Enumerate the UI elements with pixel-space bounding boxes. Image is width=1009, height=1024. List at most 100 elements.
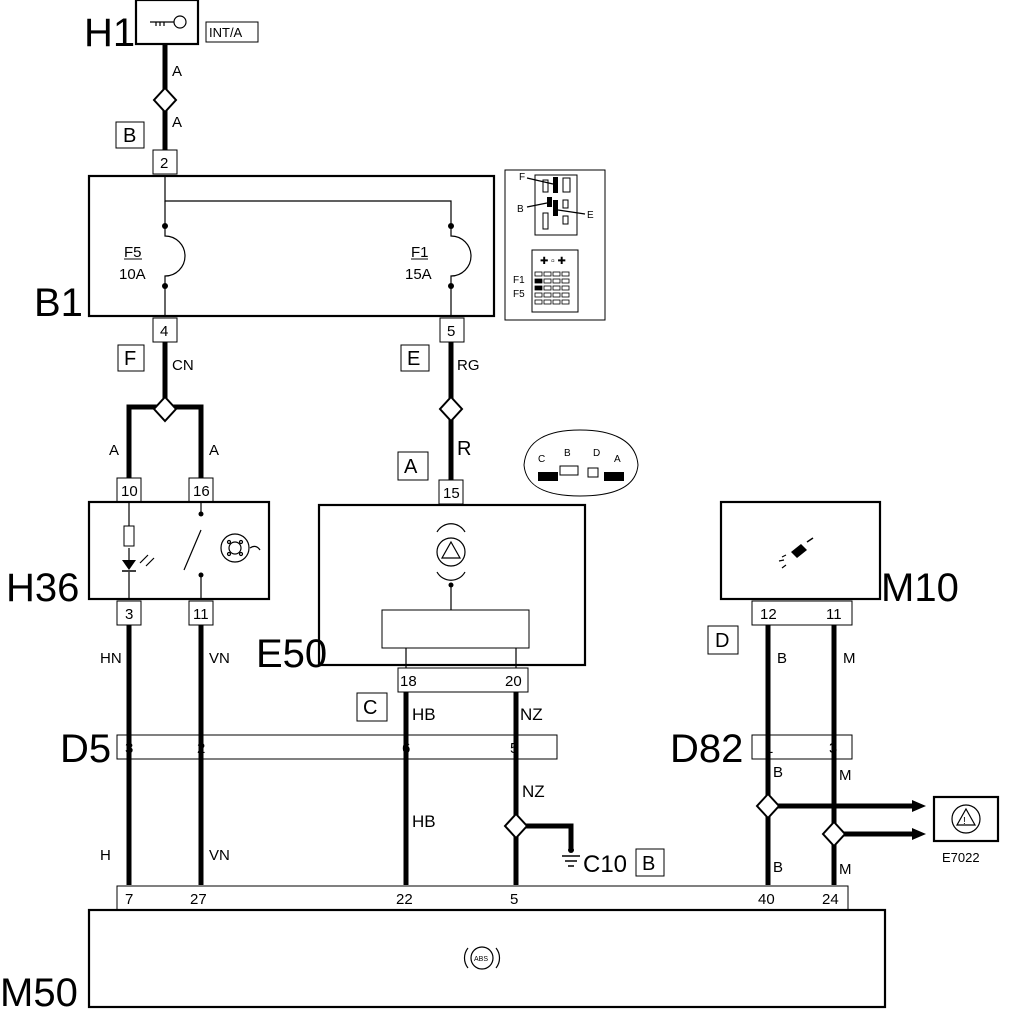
wire-color: B xyxy=(777,650,787,667)
conn-ref-box xyxy=(397,451,429,481)
conn-ref-a: A xyxy=(404,456,418,478)
key-icon xyxy=(150,15,187,29)
h36-box xyxy=(87,500,271,601)
arrow-head xyxy=(912,800,926,812)
ground-icon xyxy=(562,847,580,867)
pin-box xyxy=(188,477,214,503)
connector-diamond xyxy=(821,820,847,848)
ground-label-c10: C10 xyxy=(583,851,627,878)
connector-diamond xyxy=(755,792,781,820)
pin-m50-40: 40 xyxy=(758,891,775,908)
wire-color: HB xyxy=(412,705,436,724)
wire-color: A xyxy=(172,63,182,80)
wire-color: H xyxy=(100,847,111,864)
conn-ref-box xyxy=(635,848,665,877)
b1-box xyxy=(87,174,496,318)
h1-tag: INT/A xyxy=(209,25,243,40)
arrow-head xyxy=(912,828,926,840)
conn-ref-box xyxy=(356,692,388,722)
conn-ref-c: C xyxy=(363,697,377,719)
component-label-e50: E50 xyxy=(256,632,327,676)
pin-box xyxy=(116,477,142,503)
pin-h36-11: 11 xyxy=(193,606,209,623)
fuse-f5-rating: 10A xyxy=(119,266,146,283)
inset-label-e: E xyxy=(587,210,594,221)
wire-ground-c10 xyxy=(516,823,574,848)
inset-label-f1: F1 xyxy=(513,275,525,286)
conn-ref-f: F xyxy=(124,348,136,370)
wire-color: A xyxy=(172,114,182,131)
wire-color: HN xyxy=(100,650,122,667)
fuse-f1-name: F1 xyxy=(411,244,429,261)
component-label-m50: M50 xyxy=(0,971,78,1015)
wire-color: CN xyxy=(172,357,194,374)
conn-ref-b: B xyxy=(123,125,136,147)
pin-m10-11: 11 xyxy=(826,606,842,623)
pin-b1-2: 2 xyxy=(160,155,168,172)
wire-color: M xyxy=(839,767,852,784)
dashboard-locator-inset: C B D A xyxy=(523,429,639,497)
wire-color: NZ xyxy=(520,705,543,724)
connector-diamond xyxy=(152,86,178,114)
pin-h36-3: 3 xyxy=(125,606,133,623)
pin-b1-5: 5 xyxy=(447,323,455,340)
svg-text:✚ ▫ ✚: ✚ ▫ ✚ xyxy=(540,256,566,267)
pin-h36-10: 10 xyxy=(121,483,138,500)
pin-e50-18: 18 xyxy=(400,673,417,690)
pin-box xyxy=(438,479,464,505)
fusebox-locator-inset: F B E ✚ ▫ ✚ F1 F5 xyxy=(504,169,606,321)
abs-label: ABS xyxy=(474,956,488,963)
pin-box xyxy=(116,600,142,626)
conn-ref-e: E xyxy=(407,348,420,370)
inset-dash-b: B xyxy=(564,448,571,459)
conn-ref-d: D xyxy=(715,630,729,652)
hazard-warning-icon: ! xyxy=(951,804,981,834)
pin-box xyxy=(397,667,529,693)
wire-color: M xyxy=(843,650,856,667)
pin-e50-15: 15 xyxy=(443,485,460,502)
pin-box xyxy=(152,149,178,175)
pin-m50-27: 27 xyxy=(190,891,207,908)
pin-m50-24: 24 xyxy=(822,891,839,908)
hazard-warning-icon xyxy=(436,523,466,610)
conn-ref-box xyxy=(117,344,145,372)
abs-icon: ABS xyxy=(463,946,501,970)
pin-m50-7: 7 xyxy=(125,891,133,908)
inset-label-b: B xyxy=(517,204,524,215)
component-label-h1: H1 xyxy=(84,11,135,55)
fuse-f5-name: F5 xyxy=(124,244,142,261)
pin-box xyxy=(188,600,214,626)
conn-ref-box xyxy=(400,344,430,372)
pin-m50-5: 5 xyxy=(510,891,518,908)
pin-e50-20: 20 xyxy=(505,673,522,690)
fuse-f1-rating: 15A xyxy=(405,266,432,283)
e50-module xyxy=(381,609,530,649)
wire-color: HB xyxy=(412,812,436,831)
connector-diamond xyxy=(152,395,178,423)
component-label-e7022: E7022 xyxy=(942,850,980,865)
component-label-d5: D5 xyxy=(60,727,111,771)
connector-diamond xyxy=(503,812,529,840)
svg-text:!: ! xyxy=(963,816,966,827)
component-label-m10: M10 xyxy=(881,566,959,610)
wire-color: NZ xyxy=(522,782,545,801)
conn-ref-box xyxy=(115,121,145,149)
pin-box xyxy=(152,317,178,343)
inset-label-f5: F5 xyxy=(513,289,525,300)
m50-connector xyxy=(116,885,849,911)
connector-diamond xyxy=(438,395,464,423)
wire-color: B xyxy=(773,859,783,876)
conn-ref-box xyxy=(707,625,739,655)
d5-connector xyxy=(116,734,558,760)
component-label-b1: B1 xyxy=(34,281,83,325)
e7022-box xyxy=(932,795,1000,843)
led-switch-icon xyxy=(122,502,261,599)
wire-color: VN xyxy=(209,847,230,864)
pin-box xyxy=(751,600,853,626)
pin-m50-22: 22 xyxy=(396,891,413,908)
h1-tag-box xyxy=(205,21,259,43)
m50-box xyxy=(87,908,887,1009)
washer-nozzle-icon xyxy=(778,537,814,569)
pin-h36-16: 16 xyxy=(193,483,210,500)
